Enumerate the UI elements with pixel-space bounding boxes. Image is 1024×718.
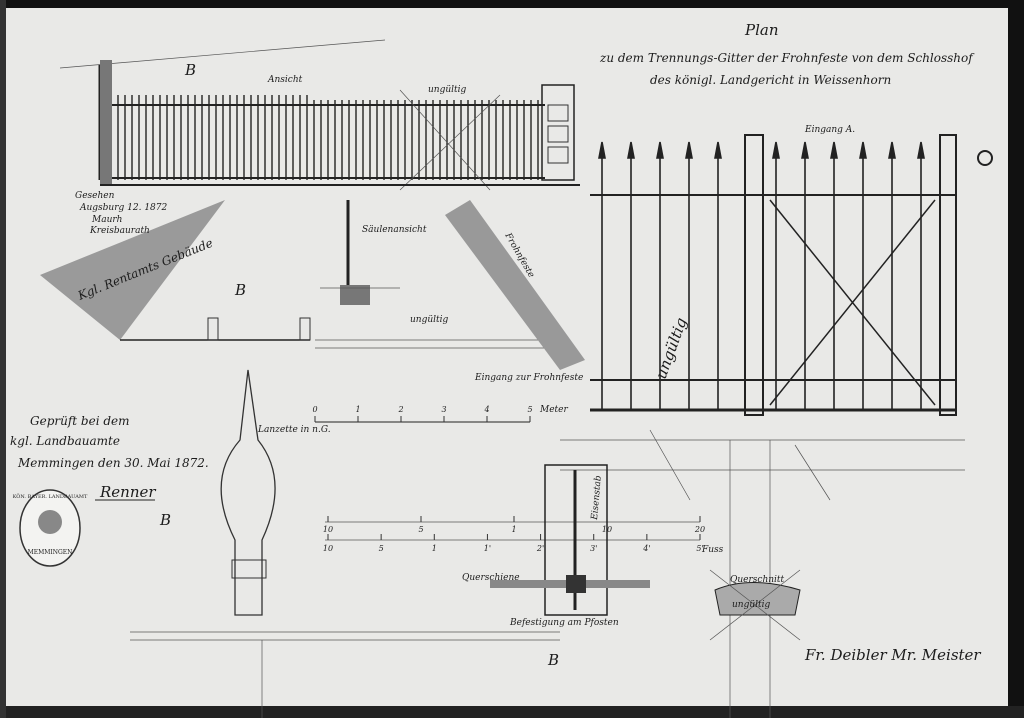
label-lanzette: Lanzette in n.G. [257,425,331,435]
scale-tick-label: 2' [536,544,544,553]
scan-border-bottom [0,706,1024,718]
spear-tip [917,141,925,159]
label-ansicht: Ansicht [267,75,303,85]
section-mark-b-mid: B [234,281,246,299]
svg-text:Memmingen den 30. Mai 1872.: Memmingen den 30. Mai 1872. [17,456,209,470]
rentamt-building-plan: Kgl. Rentamts Gebäude B [40,200,311,341]
scan-border-right [1008,0,1024,718]
title-line-1: zu dem Trennungs-Gitter der Frohnfeste v… [599,51,975,65]
label-saeulenansicht: Säulenansicht [362,225,427,235]
section-mark-b-top: B [184,61,196,79]
scale-tick-label: 5 [418,525,423,534]
spear-tip [656,141,664,159]
scale-tick-label: 10 [323,544,333,553]
scan-border-top [0,0,1024,8]
label-eingang-frohnfeste: Eingang zur Frohnfeste [474,373,583,383]
svg-text:MEMMINGEN: MEMMINGEN [28,549,73,556]
scale-tick-label: 3' [590,544,597,553]
scan-border-left [0,0,6,718]
scale-tick-label: 1 [511,525,516,534]
label-ungueltig-bottom: ungültig [732,600,771,610]
column-elevation: Säulenansicht ungültig [315,200,560,349]
scale-bar-meter: 0 1 2 3 4 5 Meter [312,405,568,423]
svg-text:Augsburg 12. 1872: Augsburg 12. 1872 [79,203,168,213]
scale-tick-label: 20 [694,525,705,534]
spear-tip [859,141,867,159]
title-block: Plan zu dem Trennungs-Gitter der Frohnfe… [599,21,975,87]
scale-tick-label: 3 [441,405,446,414]
svg-text:Gesehen: Gesehen [75,191,115,201]
spear-tip [830,141,838,159]
official-stamp: KÖN. BAYER. LANDBAUAMT MEMMINGEN [13,489,88,567]
label-eingang-a: Eingang A. [804,125,855,135]
title-line-2: des königl. Landgericht in Weissenhorn [650,73,891,87]
scale-tick-label: 10 [323,525,333,534]
spear-tip [598,141,606,159]
label-ungueltig-mid: ungültig [410,315,449,325]
spear-tip [685,141,693,159]
svg-text:kgl. Landbauamte: kgl. Landbauamte [10,434,120,448]
scale-meter-unit: Meter [539,405,568,415]
spear-tip [801,141,809,159]
scale-tick-label: 5 [379,544,384,553]
maker-signature: Fr. Deibler Mr. Meister [804,646,981,664]
scale-tick-label: 4' [642,544,650,553]
frohnfeste-wall-plan: Frohnfeste Eingang zur Frohnfeste [445,200,585,383]
label-gate-ungueltig: ungültig [652,315,691,381]
section-mark-b-approval: B [159,511,171,529]
spear-tip [627,141,635,159]
approval-block: Geprüft bei dem kgl. Landbauamte Memming… [10,414,209,529]
scale-tick-label: 5' [696,544,703,553]
cross-section-detail: Querschnitt ungültig [709,569,801,641]
label-querschiene: Querschiene [462,573,520,583]
svg-text:Kreisbaurath: Kreisbaurath [89,226,150,236]
label-eisenstab: Eisenstab [590,475,604,521]
svg-text:KÖN. BAYER. LANDBAUAMT: KÖN. BAYER. LANDBAUAMT [13,493,88,500]
note-augsburg: Gesehen Augsburg 12. 1872 Maurh Kreisbau… [75,191,168,236]
fence-elevation: B Ansicht ungültig [59,39,580,191]
spear-tip [714,141,722,159]
spear-tip [772,141,780,159]
spear-tip [888,141,896,159]
scale-tick-label: 1 [355,405,360,414]
ring-icon [977,150,993,166]
title-heading: Plan [744,21,779,39]
scale-foot-unit: Fuss [701,545,724,555]
scale-tick-label: 2 [397,405,403,414]
scale-tick-label: 1 [432,544,437,553]
scale-tick-label: 1' [484,544,491,553]
svg-text:Geprüft bei dem: Geprüft bei dem [30,414,130,428]
cross-rail-detail: Querschiene Befestigung am Pfosten B Eis… [462,464,650,669]
label-querschnitt: Querschnitt [730,575,785,585]
scale-tick-label: 0 [312,405,317,414]
label-ungueltig-top: ungültig [428,85,467,95]
svg-text:Maurh: Maurh [91,215,122,225]
gate-elevation: Eingang A. ungültig [560,125,993,718]
label-befestigung: Befestigung am Pfosten [509,618,619,628]
approval-signature: Renner [99,483,156,501]
scale-tick-label: 5 [527,405,532,414]
lance-tip-detail: Lanzette in n.G. [130,369,560,718]
section-mark-b-bottom: B [547,651,559,669]
scale-tick-label: 4 [483,405,489,414]
